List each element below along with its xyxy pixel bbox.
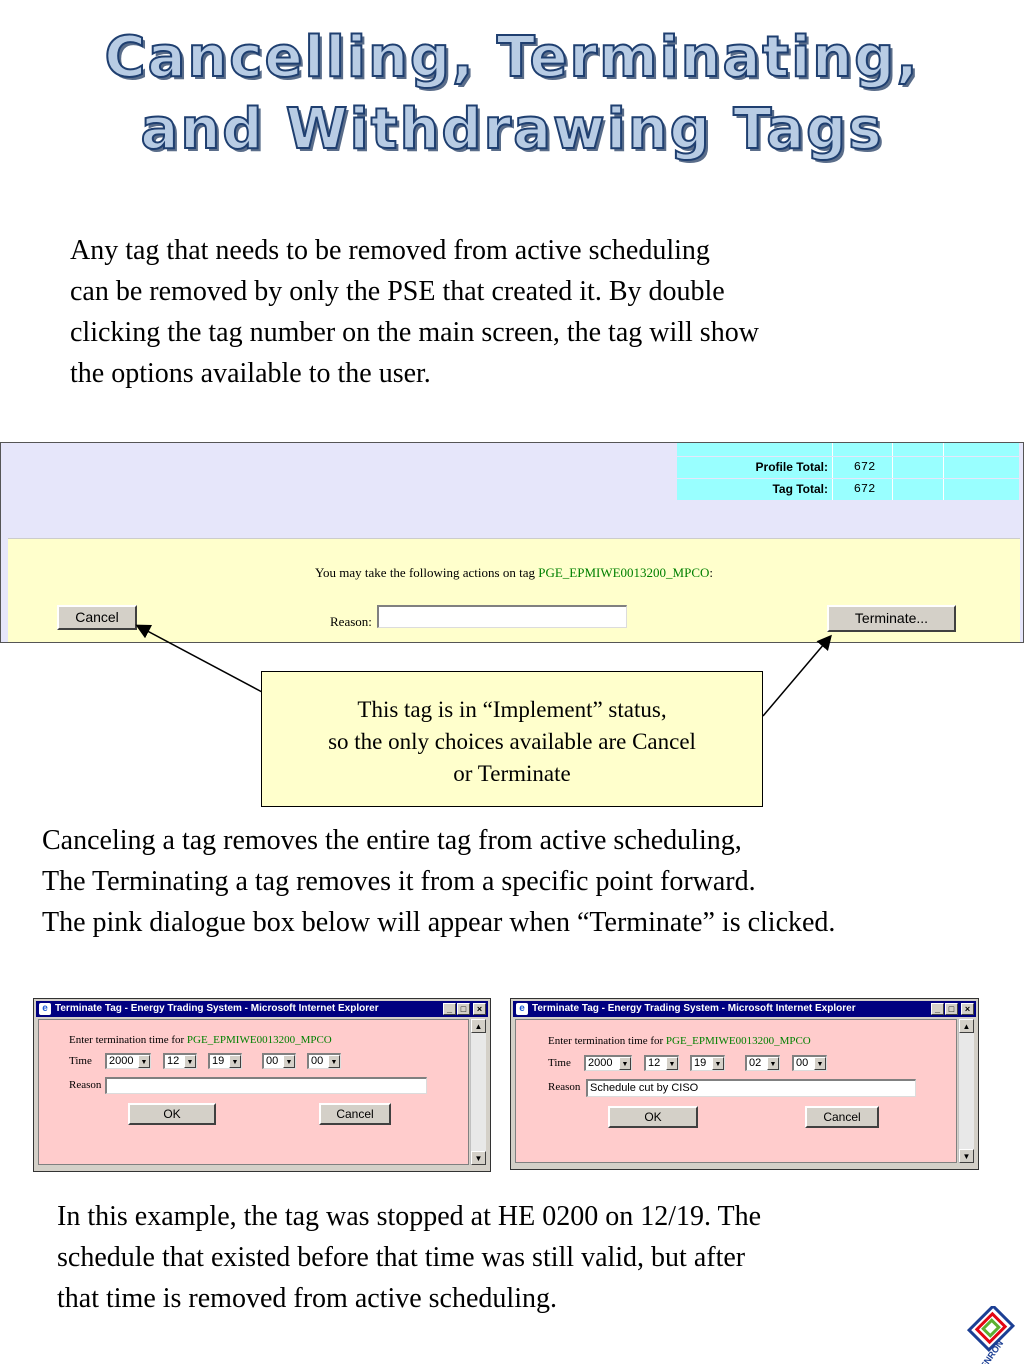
tag-actions-message: You may take the following actions on ta… [314,565,714,580]
profile-total-value: 672 [837,457,893,478]
chevron-down-icon: ▼ [712,1057,724,1070]
scroll-down-icon[interactable]: ▼ [471,1151,486,1165]
reason-input[interactable] [377,605,627,628]
dialog-tag-id: PGE_EPMIWE0013200_MPCO [665,1035,811,1047]
status-callout: This tag is in “Implement” status, so th… [261,671,763,807]
tag-total-value: 672 [837,479,893,500]
hour-select[interactable]: 00▼ [262,1053,296,1069]
year-select[interactable]: 2000▼ [105,1053,151,1069]
scroll-up-icon[interactable]: ▲ [471,1019,486,1033]
arrow-to-cancel [135,624,263,693]
tag-id-link: PGE_EPMIWE0013200_MPCO [538,565,710,580]
ie-icon: e [39,1003,51,1015]
tag-actions-screenshot: Profile Total: 672 Tag Total: 672 You ma… [0,442,1024,643]
close-icon[interactable]: × [473,1003,486,1015]
ok-button[interactable]: OK [608,1106,698,1128]
profile-total-row: Profile Total: 672 [677,457,1019,478]
cancel-button[interactable]: Cancel [805,1106,879,1128]
year-select[interactable]: 2000▼ [584,1055,632,1071]
reason-label: Reason [69,1079,102,1091]
minimize-icon[interactable]: _ [931,1003,944,1015]
chevron-down-icon: ▼ [666,1057,678,1070]
tag-total-row: Tag Total: 672 [677,479,1019,500]
middle-paragraph: Canceling a tag removes the entire tag f… [42,825,836,938]
chevron-down-icon: ▼ [138,1055,150,1068]
enron-logo: ENRON [966,1306,1016,1364]
slide-title-line-1: Cancelling, Terminating, [104,24,920,91]
chevron-down-icon: ▼ [619,1057,631,1070]
month-select[interactable]: 12▼ [644,1055,679,1071]
tag-actions-panel: You may take the following actions on ta… [8,538,1020,642]
callout-arrows [135,624,832,717]
scroll-down-icon[interactable]: ▼ [959,1149,974,1163]
maximize-icon[interactable]: □ [457,1003,470,1015]
chevron-down-icon: ▼ [184,1055,196,1068]
arrow-to-terminate [762,634,832,717]
month-select[interactable]: 12▼ [163,1053,197,1069]
dialog-titlebar: e Terminate Tag - Energy Trading System … [36,1001,488,1017]
minimize-icon[interactable]: _ [443,1003,456,1015]
chevron-down-icon: ▼ [283,1055,295,1068]
maximize-icon[interactable]: □ [945,1003,958,1015]
chevron-down-icon: ▼ [767,1057,779,1070]
time-label: Time [548,1057,571,1069]
minute-select[interactable]: 00▼ [792,1055,827,1071]
minute-select[interactable]: 00▼ [307,1053,341,1069]
close-icon[interactable]: × [961,1003,974,1015]
terminate-dialog-filled: e Terminate Tag - Energy Trading System … [510,998,979,1170]
terminate-dialog-empty: e Terminate Tag - Energy Trading System … [33,998,491,1172]
day-select[interactable]: 19▼ [690,1055,725,1071]
dialog-tag-id: PGE_EPMIWE0013200_MPCO [186,1034,332,1046]
termination-form: Enter termination time for PGE_EPMIWE001… [515,1019,957,1163]
reason-label: Reason [548,1081,581,1093]
chevron-down-icon: ▼ [814,1057,826,1070]
closing-paragraph: In this example, the tag was stopped at … [57,1201,762,1314]
reason-input[interactable] [105,1077,427,1094]
vertical-scrollbar[interactable]: ▲ ▼ [470,1019,486,1165]
ie-icon: e [516,1003,528,1015]
cancel-tag-button[interactable]: Cancel [57,605,137,630]
intro-paragraph: Any tag that needs to be removed from ac… [70,235,759,389]
termination-prompt: Enter termination time for PGE_EPMIWE001… [69,1034,332,1046]
time-label: Time [69,1055,92,1067]
termination-form: Enter termination time for PGE_EPMIWE001… [38,1019,469,1165]
reason-input[interactable]: Schedule cut by CISO [586,1079,916,1097]
cancel-button[interactable]: Cancel [319,1103,391,1125]
day-select[interactable]: 19▼ [208,1053,242,1069]
chevron-down-icon: ▼ [229,1055,241,1068]
profile-total-label: Profile Total: [677,457,833,478]
vertical-scrollbar[interactable]: ▲ ▼ [958,1019,974,1163]
scroll-up-icon[interactable]: ▲ [959,1019,974,1033]
terminate-tag-button[interactable]: Terminate... [827,605,956,632]
tag-total-label: Tag Total: [677,479,833,500]
slide-title-line-2: and Withdrawing Tags [140,96,884,163]
partial-row [677,443,1019,456]
chevron-down-icon: ▼ [328,1055,340,1068]
dialog-titlebar: e Terminate Tag - Energy Trading System … [513,1001,976,1017]
termination-prompt: Enter termination time for PGE_EPMIWE001… [548,1035,811,1047]
hour-select[interactable]: 02▼ [745,1055,780,1071]
reason-label: Reason: [330,614,372,629]
ok-button[interactable]: OK [128,1103,216,1125]
